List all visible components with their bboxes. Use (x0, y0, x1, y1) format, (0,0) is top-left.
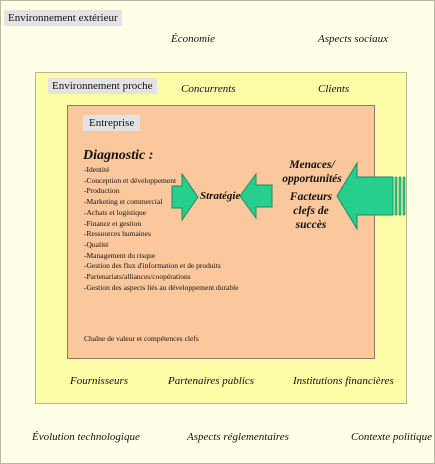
diagnostic-item: -Achats et logistique (84, 207, 147, 217)
diagnostic-item: -Production (84, 186, 120, 196)
diagnostic-list: -Identité -Conception et développement -… (84, 165, 239, 293)
entreprise-title: Entreprise (83, 115, 141, 131)
arrow-stripe (394, 176, 398, 216)
near-label-clients: Clients (318, 83, 350, 95)
diagnostic-item: -Identité (84, 165, 110, 174)
outer-label-economie: Économie (171, 33, 215, 45)
diagnostic-item: -Qualité (84, 239, 109, 249)
entreprise-panel (67, 105, 375, 359)
outer-label-evolution-technologique: Évolution technologique (32, 431, 140, 443)
diagnostic-item: -Finance et gestion (84, 218, 142, 228)
diagnostic-item: -Gestion des flux d'information et de pr… (84, 261, 221, 271)
facteurs-clefs-label: Facteurs clefs de succès (289, 191, 333, 231)
near-label-partenaires-publics: Partenaires publics (168, 375, 255, 387)
near-environment-title: Environnement proche (48, 78, 157, 94)
arrow-stripe (402, 176, 406, 216)
diagnostic-title: Diagnostic : (83, 148, 154, 163)
diagnostic-item: -Marketing et commercial (84, 197, 163, 207)
diagnostic-item: -Gestion des aspects liés au développeme… (84, 282, 239, 292)
diagnostic-item: -Conception et développement (84, 175, 177, 185)
outer-environment-title: Environnement extérieur (4, 10, 122, 26)
diagnostic-item: -Ressources humaines (84, 229, 151, 239)
outer-label-aspects-sociaux: Aspects sociaux (318, 33, 388, 45)
diagnostic-item: -Management du risque (84, 250, 156, 260)
value-chain-label: Chaîne de valeur et compétences clefs (84, 334, 199, 343)
arrow-menaces-to-strategie (239, 172, 273, 220)
near-label-institutions-financieres: Institutions financières (293, 375, 394, 387)
diagnostic-item: -Partenariats/alliances/coopérations (84, 272, 191, 282)
arrow-environment-to-entreprise (336, 161, 394, 231)
outer-label-contexte-politique: Contexte politique (351, 431, 432, 443)
outer-label-aspects-reglementaires: Aspects réglementaires (187, 431, 289, 443)
near-label-concurrents: Concurrents (181, 83, 236, 95)
arrow-diagnostic-to-strategie (171, 172, 199, 222)
near-label-fournisseurs: Fournisseurs (70, 375, 129, 387)
strategie-label: Stratégie (200, 190, 241, 202)
arrow-stripe (398, 176, 402, 216)
menaces-opportunites-label: Menaces/ opportunités (282, 159, 342, 185)
